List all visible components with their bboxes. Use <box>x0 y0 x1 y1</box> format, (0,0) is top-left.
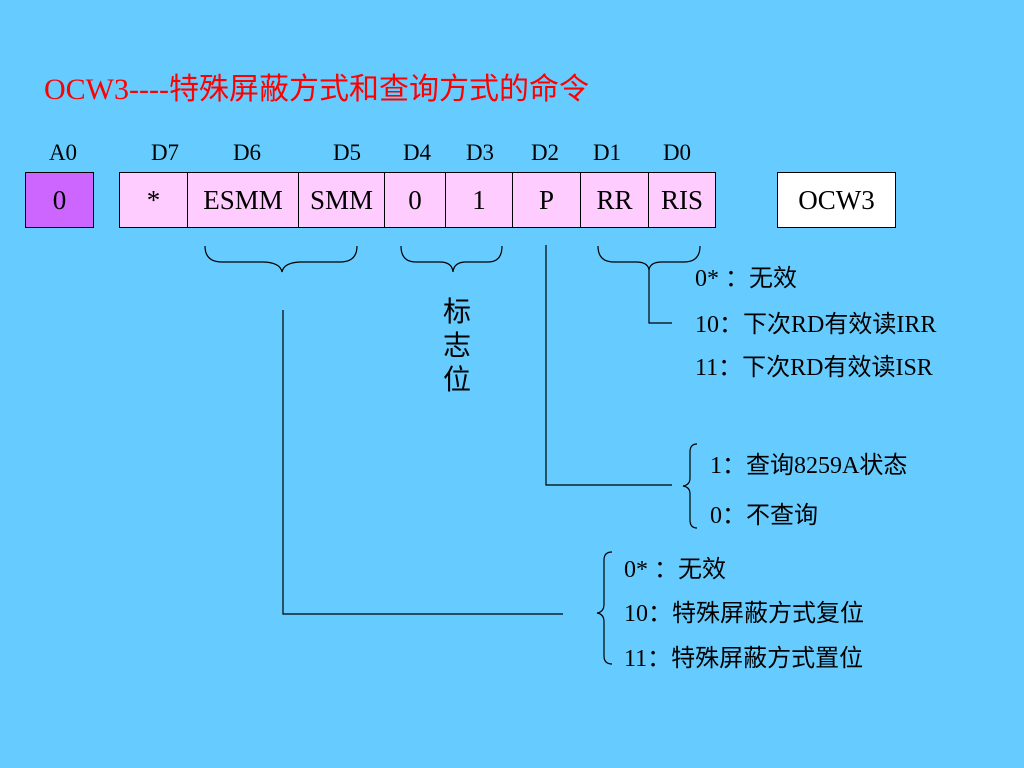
rr-ris-note-1: 0* ：无效 <box>695 266 797 292</box>
cell-d3: 1 <box>445 172 513 228</box>
brace-esmm-smm <box>204 245 358 273</box>
rr-ris-leader <box>648 270 672 324</box>
rr-ris-note-3: 11：下次RD有效读ISR <box>695 355 933 381</box>
cell-d1-rr: RR <box>580 172 649 228</box>
cell-d5-smm: SMM <box>298 172 385 228</box>
smm-note-1: 0* ：无效 <box>624 557 726 583</box>
brace-p-notes <box>682 443 698 529</box>
flag-char-3: 位 <box>442 365 471 396</box>
p-note-1: 1：查询8259A状态 <box>710 453 908 479</box>
cell-d2-p: P <box>512 172 581 228</box>
cell-d6-esmm: ESMM <box>187 172 299 228</box>
flag-char-1: 标 <box>442 297 471 328</box>
flag-bits-label: 标 志 位 <box>442 296 472 398</box>
flag-char-2: 志 <box>442 331 471 362</box>
p-note-2: 0：不查询 <box>710 503 818 529</box>
p-leader <box>545 245 672 486</box>
bit-label-a0: A0 <box>48 140 78 165</box>
bit-label-d0: D0 <box>662 140 692 165</box>
cell-d7: * <box>119 172 188 228</box>
rr-ris-note-2: 10：下次RD有效读IRR <box>695 312 937 338</box>
bit-label-d3: D3 <box>465 140 495 165</box>
cell-d0-ris: RIS <box>648 172 716 228</box>
bit-label-d5: D5 <box>332 140 362 165</box>
bit-label-d4: D4 <box>402 140 432 165</box>
bit-label-d7: D7 <box>150 140 180 165</box>
bit-label-d1: D1 <box>592 140 622 165</box>
smm-note-2: 10：特殊屏蔽方式复位 <box>624 601 864 627</box>
cell-a0: 0 <box>25 172 94 228</box>
bit-label-d6: D6 <box>232 140 262 165</box>
page-title: OCW3----特殊屏蔽方式和查询方式的命令 <box>44 73 589 106</box>
brace-rr-ris <box>597 245 701 271</box>
brace-smm-notes <box>596 551 613 665</box>
smm-note-3: 11：特殊屏蔽方式置位 <box>624 646 864 672</box>
smm-leader <box>282 310 563 615</box>
brace-d4-d3 <box>400 245 503 273</box>
bit-label-d2: D2 <box>530 140 560 165</box>
register-name-box: OCW3 <box>777 172 896 228</box>
